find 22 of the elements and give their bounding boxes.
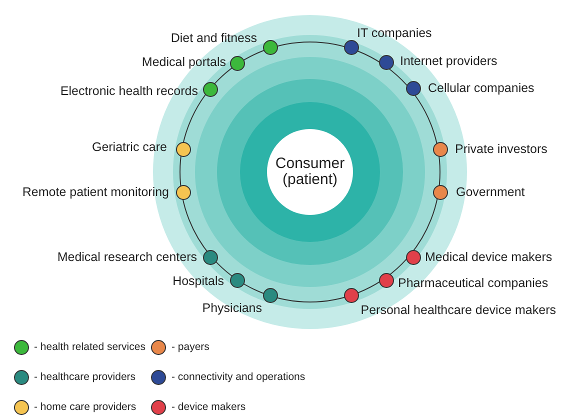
stakeholder-label: Medical device makers <box>425 250 552 264</box>
legend-text: - health related services <box>34 340 146 355</box>
legend-text: - home care providers <box>34 400 136 414</box>
stakeholder-label: Electronic health records <box>60 84 198 98</box>
stakeholder-label: IT companies <box>357 26 432 40</box>
stakeholder-label: Government <box>456 184 525 200</box>
stakeholder-label: Hospitals <box>172 274 224 288</box>
stakeholder-label: Physicians <box>202 300 262 316</box>
legend-text: - device makers <box>171 400 246 414</box>
stakeholder-label: Private investors <box>455 142 548 156</box>
legend-text: - connectivity and operations <box>171 370 306 385</box>
stakeholder-label: Medical portals <box>142 54 226 70</box>
stakeholder-label: Cellular companies <box>428 80 534 96</box>
stakeholder-label: Internet providers <box>400 54 498 68</box>
stakeholder-label: Pharmaceutical companies <box>398 276 548 290</box>
legend-text: - payers <box>171 340 210 355</box>
stakeholder-label: Remote patient monitoring <box>22 184 169 200</box>
stakeholder-label: Medical research centers <box>57 250 197 264</box>
stakeholder-label: Diet and fitness <box>170 30 257 46</box>
stakeholder-label: Geriatric care <box>92 140 167 154</box>
legend-text: - healthcare providers <box>34 370 136 385</box>
stakeholder-label: Personal healthcare device makers <box>360 302 556 318</box>
